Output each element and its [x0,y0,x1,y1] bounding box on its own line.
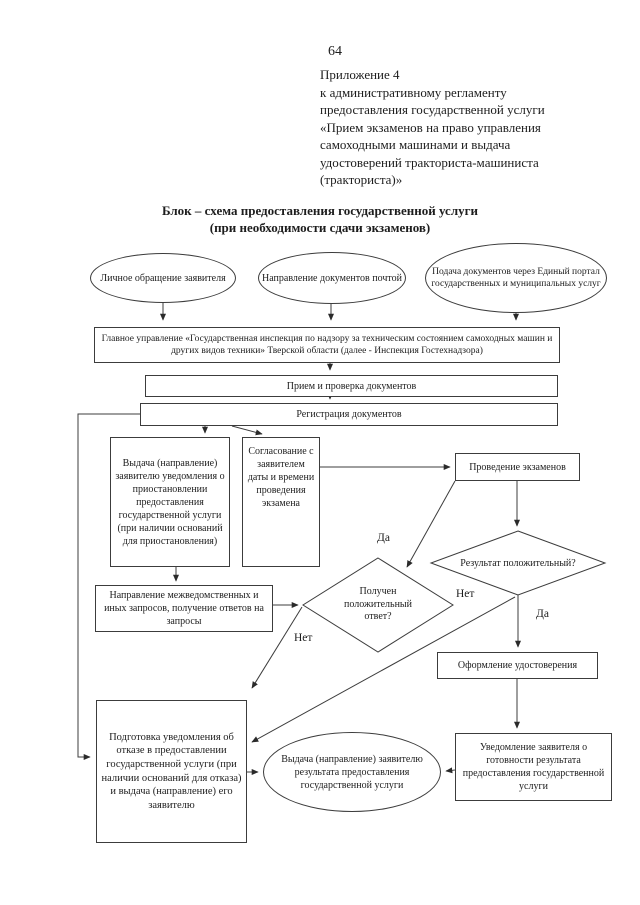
decision-result-text: Результат положительный? [460,557,576,569]
flowchart-title: Блок – схема предоставления государствен… [20,202,620,236]
node-refusal-notice: Подготовка уведомления об отказе в предо… [96,700,247,843]
appendix-line: (тракториста)» [320,172,403,187]
decision-answer-diamond [302,557,454,653]
node-exams: Проведение экзаменов [455,453,580,481]
node-registration: Регистрация документов [140,403,558,426]
decision-answer-text: Получен положительный ответ? [343,586,412,623]
appendix-header: Приложение 4 к административному регламе… [320,66,610,189]
label-no-result: Нет [456,588,475,600]
node-readiness-notice: Уведомление заявителя о готовности резул… [455,733,612,801]
appendix-line: удостоверений тракториста-машиниста [320,154,539,170]
arrow-result-no-to-refusal [251,596,516,743]
node-main-office: Главное управление «Государственная инсп… [94,327,560,363]
label-yes-result: Да [536,608,549,620]
node-schedule-agreement: Согласование с заявителем даты и времени… [242,437,320,567]
node-personal-visit: Личное обращение заявителя [90,253,236,303]
node-receive-check: Прием и проверка документов [145,375,558,397]
flowchart-title-line1: Блок – схема предоставления государствен… [161,203,479,218]
appendix-line: к административному регламенту [320,84,507,100]
node-result-delivery: Выдача (направление) заявителю результат… [263,732,441,812]
label-yes-answer: Да [377,532,390,544]
appendix-line: самоходными машинами и выдача [320,137,511,152]
label-no-answer: Нет [294,632,313,644]
arrow-exams-answer-yes [406,480,456,568]
decision-result-diamond [429,530,607,596]
node-portal-documents: Подача документов через Единый портал го… [425,243,607,313]
node-interagency-requests: Направление межведомственных и иных запр… [95,585,273,632]
page-number: 64 [328,44,342,59]
node-suspension-notice: Выдача (направление) заявителю уведомлен… [110,437,230,567]
node-certificate-issue: Оформление удостоверения [437,652,598,679]
appendix-line: «Прием экзаменов на право управления [320,119,541,135]
arrow-answer-no-to-refusal [251,606,303,689]
connector-register-to-refusal [77,413,140,760]
node-mail-documents: Направление документов почтой [258,252,406,304]
appendix-line: предоставления государственной услуги [320,102,545,117]
arrow-register-to-agree [231,425,263,436]
appendix-line: Приложение 4 [320,67,400,82]
arrow-ready-to-delivery [445,767,456,774]
flowchart-title-line2: (при необходимости сдачи экзаменов) [209,220,431,235]
